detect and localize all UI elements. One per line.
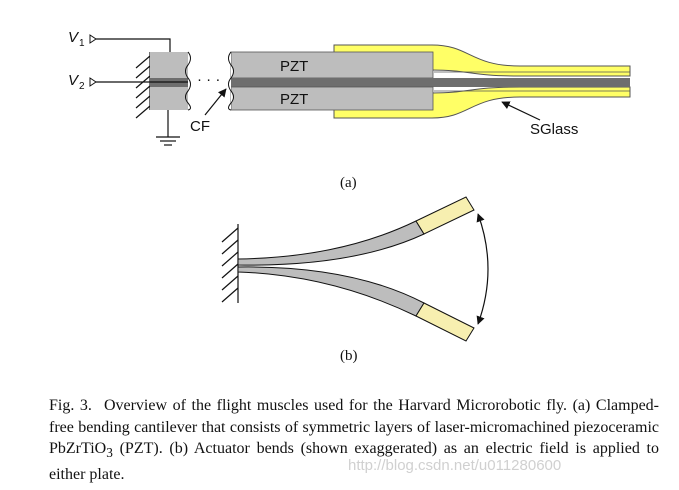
v2-sub: 2 [79,81,85,92]
panel-b-diagram: (b) [221,196,489,364]
sglass-pointer-arrow [501,101,541,121]
figure-caption: Fig. 3.Overview of the flight muscles us… [49,395,659,485]
pzt-beam [228,51,630,111]
clamp-wall-b [221,224,239,303]
bent-beam-down-tip [415,302,475,342]
ground-symbol [156,110,180,146]
bent-beam-up-tip [415,196,475,235]
break-ellipsis: · · · [197,71,220,88]
panel-a-caption: (a) [340,175,357,191]
v1-sub: 1 [79,38,85,49]
clamped-beam-block [150,51,191,111]
v1-terminal: V 1 [68,29,171,52]
caption-formula-sub: 3 [106,445,113,461]
deflection-arc-arrow [476,213,489,325]
v2-terminal: V 2 [68,72,188,92]
v2-label: V [68,72,80,89]
cf-label: CF [190,118,210,135]
watermark-text: http://blog.csdn.net/u011280600 [348,457,562,474]
cf-layer [231,78,630,87]
cf-pointer-arrow [204,88,227,116]
bent-beam-up [237,220,425,266]
v1-label: V [68,29,80,46]
pzt-top-label: PZT [280,58,308,75]
panel-b-caption: (b) [340,348,358,364]
caption-lead: Fig. 3. [49,397,92,414]
caption-text-1: Overview of the flight muscles used for … [49,397,660,457]
clamp-wall-hatching [135,52,151,119]
caption-text-2: (PZT). (b) Actuator bends (shown exagger… [49,440,659,483]
pzt-bottom-label: PZT [280,91,308,108]
bent-beam-down [237,266,425,317]
sglass-label: SGlass [530,121,578,138]
panel-a-diagram: · · · PZT PZT V 1 V 2 [68,29,631,191]
